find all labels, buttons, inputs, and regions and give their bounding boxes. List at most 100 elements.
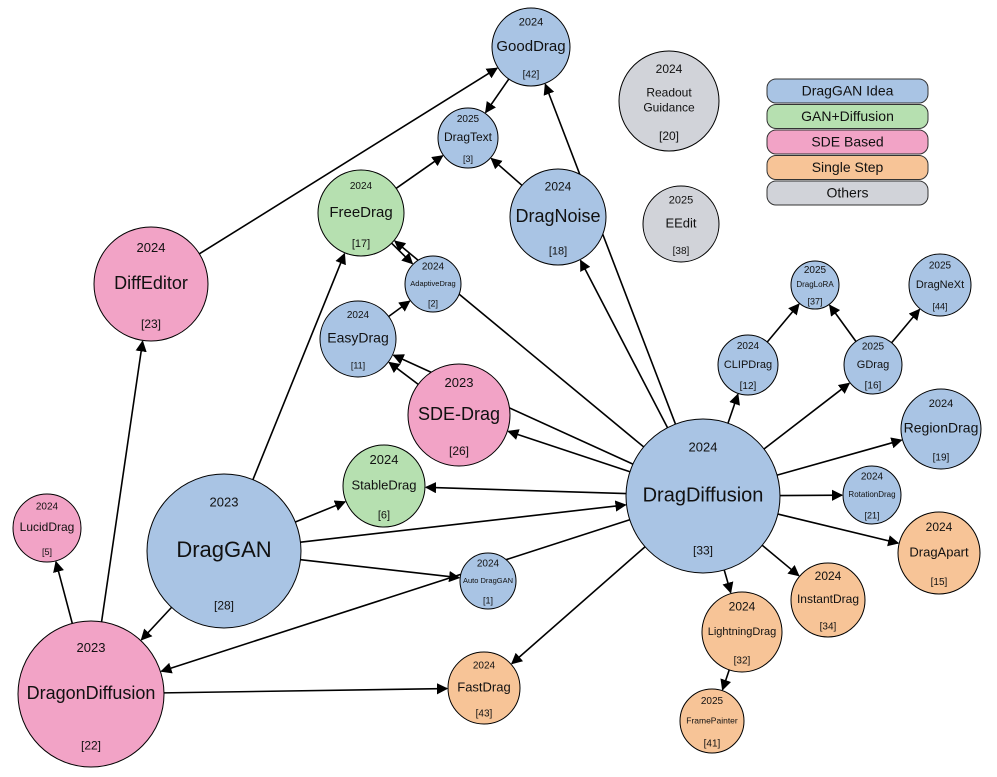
edge-dragdiffusion-to-gdrag xyxy=(763,382,851,450)
node-year: 2024 xyxy=(929,398,953,410)
node-name: DragonDiffusion xyxy=(27,683,156,703)
node-year: 2025 xyxy=(701,696,724,707)
node-year: 2025 xyxy=(669,194,693,206)
node-circle xyxy=(93,226,209,342)
legend-swatch xyxy=(766,155,929,180)
node-circle xyxy=(17,620,165,768)
node-circle xyxy=(12,493,82,563)
node-year: 2023 xyxy=(445,375,474,390)
node-ref: [33] xyxy=(693,544,713,558)
node-circle xyxy=(342,444,426,528)
edge-dragondiffusion-to-diffeditor xyxy=(100,340,147,622)
node-year: 2024 xyxy=(477,558,500,569)
edge-gdrag-to-dragnext xyxy=(891,308,921,344)
node-ref: [32] xyxy=(734,655,751,666)
edge-dragdiffusion-to-dragnoise xyxy=(579,259,669,429)
edge-draggan-to-dragdiffusion xyxy=(300,500,627,544)
node-year: 2024 xyxy=(545,179,572,193)
node-ref: [42] xyxy=(523,70,540,81)
legend-item: GAN+Diffusion xyxy=(766,104,929,129)
node-year: 2024 xyxy=(861,472,884,483)
node-ref: [37] xyxy=(807,297,822,307)
legend-swatch xyxy=(766,180,929,206)
node-name: DragApart xyxy=(909,544,969,559)
edge-dragdiffusion-to-sdedrag xyxy=(507,429,631,473)
node-ref: [28] xyxy=(214,599,234,613)
node-circle xyxy=(908,253,972,317)
node-ref: [15] xyxy=(931,577,948,588)
node-circle xyxy=(319,300,397,378)
edge-clipdrag-to-draglora xyxy=(766,303,800,343)
node-name: DragNeXt xyxy=(916,279,964,291)
node-name: EEdit xyxy=(665,215,696,230)
node-ref: [3] xyxy=(463,154,473,164)
node-name: FreeDrag xyxy=(329,204,392,221)
node-name: LucidDrag xyxy=(20,520,75,534)
node-year: 2025 xyxy=(862,342,885,353)
node-circle xyxy=(146,473,302,629)
node-ref: [19] xyxy=(933,452,950,463)
edge-lightningdrag-to-framepainter xyxy=(720,669,732,691)
edge-freedrag-to-dragtext xyxy=(395,155,444,189)
node-name: RegionDrag xyxy=(904,420,979,436)
edge-dragdiffusion-to-fastdrag xyxy=(510,546,646,665)
node-year: 2024 xyxy=(815,569,842,583)
node-ref: [26] xyxy=(449,444,469,458)
node-year: 2024 xyxy=(347,310,370,321)
edge-dragdiffusion-to-gooddrag xyxy=(543,83,677,425)
edge-gdrag-to-draglora xyxy=(829,304,857,342)
node-circle xyxy=(790,260,840,310)
node-name: FramePainter xyxy=(686,715,738,725)
node-name: InstantDrag xyxy=(797,592,859,606)
legend-swatch xyxy=(766,78,929,104)
node-year: 2024 xyxy=(926,520,953,534)
edge-dragdiffusion-to-stabledrag xyxy=(424,482,627,495)
node-circle xyxy=(447,651,521,725)
node-year: 2024 xyxy=(729,599,756,613)
node-ref: [34] xyxy=(820,621,837,632)
node-circle xyxy=(407,363,511,467)
node-ref: [22] xyxy=(81,739,101,753)
node-ref: [11] xyxy=(351,361,365,371)
edge-sdedrag-to-easydrag xyxy=(388,361,419,385)
node-ref: [23] xyxy=(141,317,161,331)
node-circle xyxy=(509,168,607,266)
legend-item: SDE Based xyxy=(766,129,929,155)
edge-dragdiffusion-to-dragondiffusion xyxy=(160,518,630,674)
edge-dragdiffusion-to-dragapart xyxy=(777,513,900,547)
node-year: 2024 xyxy=(137,240,166,255)
node-name: DragLoRA xyxy=(796,280,834,289)
node-year: 2025 xyxy=(929,260,952,271)
node-ref: [6] xyxy=(378,509,390,521)
node-circle xyxy=(897,511,981,595)
node-ref: [5] xyxy=(42,547,52,557)
legend-label: SDE Based xyxy=(811,134,883,150)
node-ref: [12] xyxy=(740,381,757,392)
node-name: DragText xyxy=(444,130,493,144)
node-ref: [21] xyxy=(864,510,879,520)
node-circle xyxy=(404,255,462,313)
node-name: EasyDrag xyxy=(327,330,388,346)
edge-draggan-to-dragondiffusion xyxy=(140,606,173,641)
node-name: DragNoise xyxy=(515,206,600,226)
node-circle xyxy=(625,418,781,574)
